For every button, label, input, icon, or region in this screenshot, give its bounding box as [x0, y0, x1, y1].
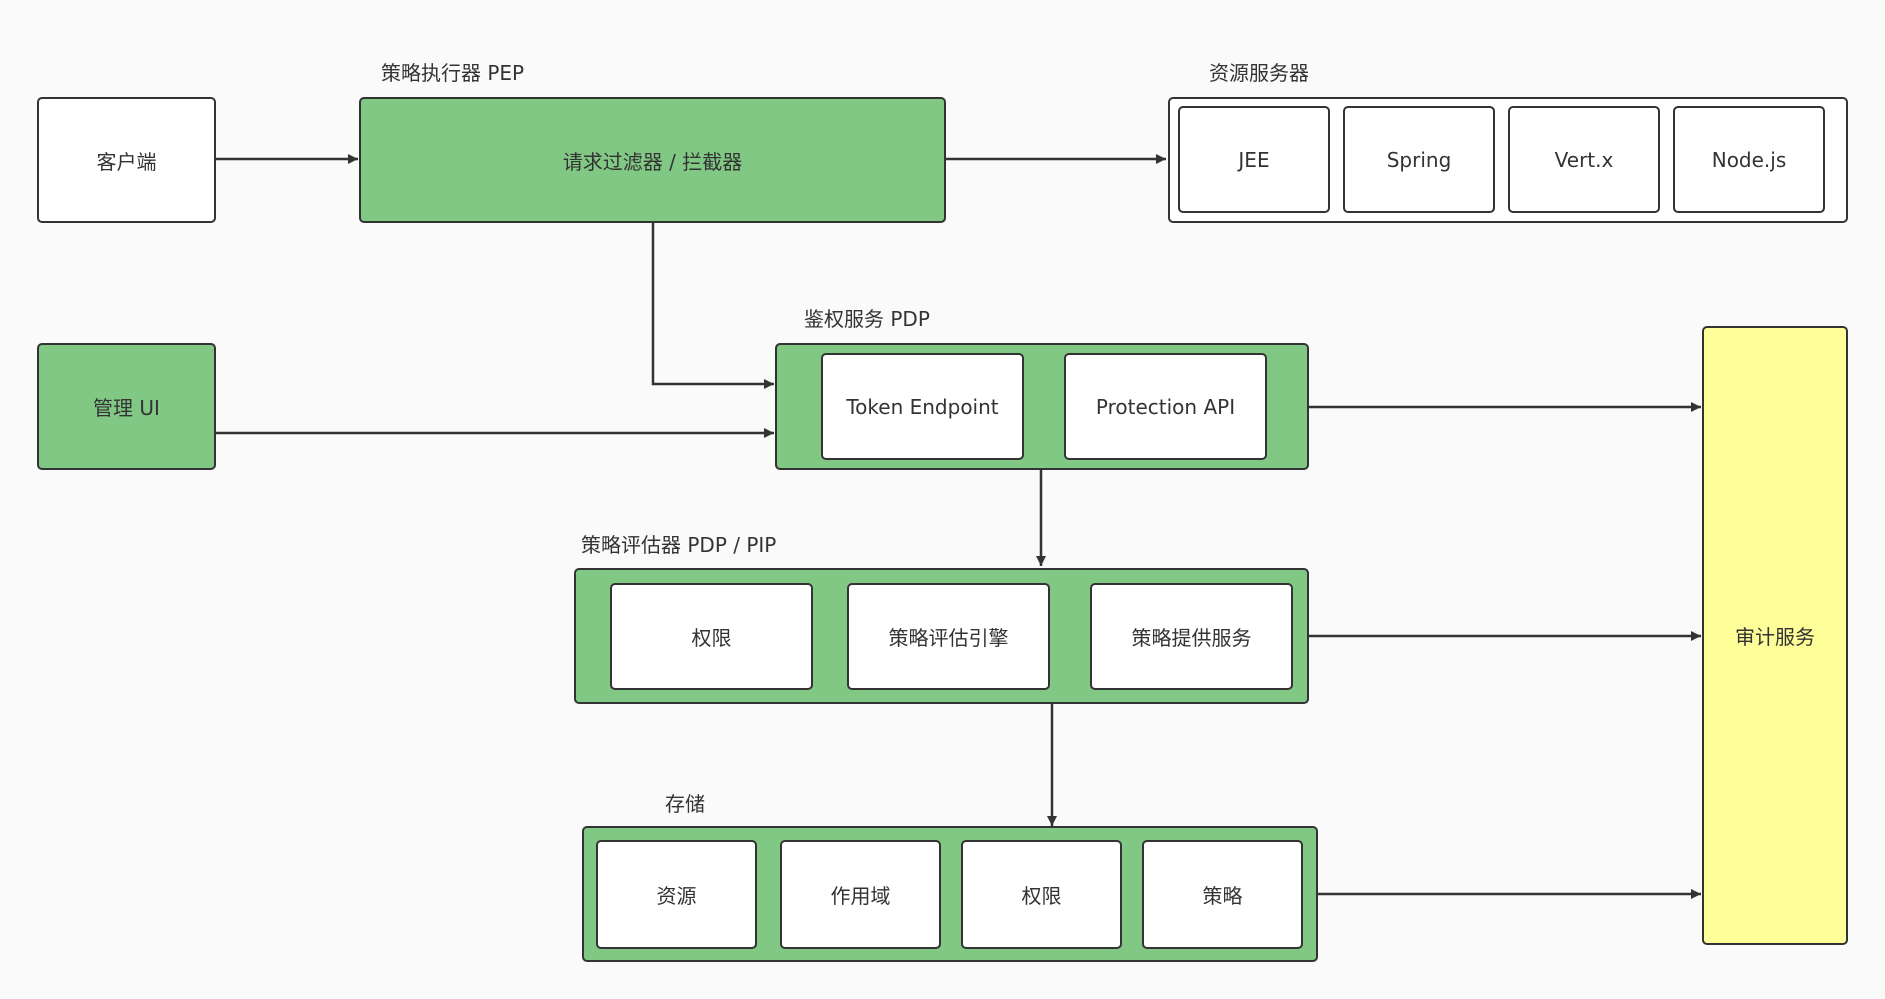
storage-permissions-label: 权限	[1021, 884, 1062, 908]
resource-server-vertx-label: Vert.x	[1554, 147, 1614, 172]
resource-server-nodejs: Node.js	[1673, 106, 1825, 213]
storage-resources-node: 资源	[596, 840, 757, 949]
policy-engine-label: 策略评估引擎	[888, 626, 1009, 650]
client-node: 客户端	[37, 97, 216, 223]
filter-label: 请求过滤器 / 拦截器	[562, 149, 743, 174]
resource-server-spring-label: Spring	[1386, 147, 1452, 172]
resource-server-vertx: Vert.x	[1508, 106, 1660, 213]
resource-server-spring: Spring	[1343, 106, 1495, 213]
storage-resources-label: 资源	[656, 884, 697, 908]
storage-policies-node: 策略	[1142, 840, 1303, 949]
storage-scopes-label: 作用域	[830, 884, 891, 908]
evaluator-permissions-node: 权限	[610, 583, 813, 690]
storage-policies-label: 策略	[1202, 884, 1243, 908]
storage-label: 存储	[665, 792, 705, 816]
resource-server-jee: JEE	[1178, 106, 1330, 213]
pdp-label: 鉴权服务 PDP	[804, 307, 930, 331]
token-endpoint-label: Token Endpoint	[846, 394, 999, 419]
evaluator-label: 策略评估器 PDP / PIP	[581, 533, 777, 557]
evaluator-permissions-label: 权限	[691, 626, 732, 650]
storage-permissions-node: 权限	[961, 840, 1122, 949]
filter-node: 请求过滤器 / 拦截器	[359, 97, 946, 223]
protection-api-node: Protection API	[1064, 353, 1267, 460]
policy-provider-node: 策略提供服务	[1090, 583, 1293, 690]
admin-ui-node: 管理 UI	[37, 343, 216, 470]
protection-api-label: Protection API	[1095, 394, 1236, 419]
resource-server-label: 资源服务器	[1209, 61, 1309, 85]
policy-engine-node: 策略评估引擎	[847, 583, 1050, 690]
pep-label: 策略执行器 PEP	[381, 61, 525, 85]
policy-provider-label: 策略提供服务	[1131, 626, 1252, 650]
client-label: 客户端	[96, 149, 157, 174]
resource-server-jee-label: JEE	[1238, 147, 1270, 172]
audit-service-node: 审计服务	[1702, 326, 1848, 945]
resource-server-nodejs-label: Node.js	[1711, 147, 1787, 172]
audit-service-label: 审计服务	[1735, 625, 1815, 649]
storage-scopes-node: 作用域	[780, 840, 941, 949]
token-endpoint-node: Token Endpoint	[821, 353, 1024, 460]
admin-ui-label: 管理 UI	[93, 396, 160, 420]
edge-filter-pdp	[651, 223, 774, 389]
